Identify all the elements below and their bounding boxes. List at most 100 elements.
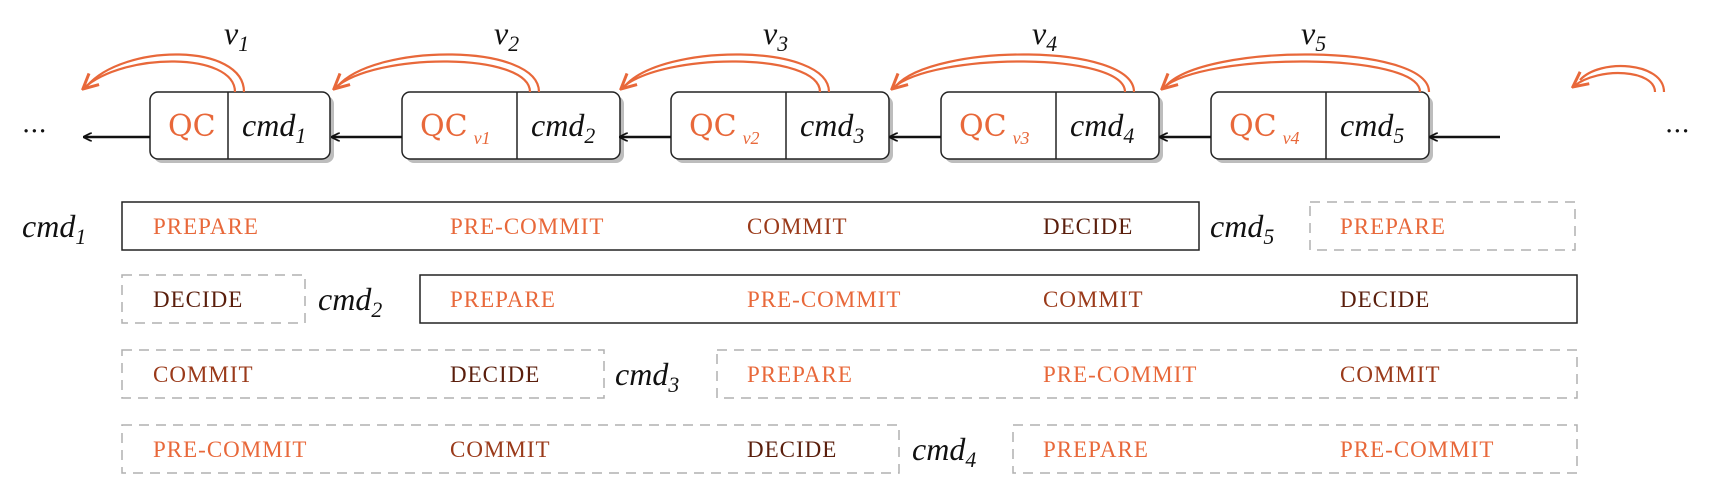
- qc-reference-arrow: [84, 53, 246, 93]
- command-phase-segment: cmd2 PREPARE PRE-COMMIT COMMIT DECIDE: [318, 274, 1578, 324]
- phase-label-commit: COMMIT: [153, 362, 254, 387]
- block-cmd-label: cmd4: [1070, 107, 1134, 148]
- segment-box-solid: [419, 274, 1578, 324]
- ellipsis-left: ···: [22, 117, 47, 147]
- block-box: [940, 91, 1160, 160]
- segment-cmd-label-main: cmd: [318, 281, 372, 317]
- segment-cmd-label-subscript: 5: [1263, 225, 1274, 249]
- view-label-2: v2: [494, 15, 519, 56]
- qc-reference-arrow: [1163, 53, 1431, 93]
- block-cmd-label-main: cmd: [531, 107, 585, 143]
- block-cmd-label-main: cmd: [800, 107, 854, 143]
- phase-row-2: DECIDE cmd2 PREPARE PRE-COMMIT COMMIT DECIDE: [121, 274, 1578, 324]
- view-label-5-main: v: [1301, 15, 1316, 51]
- segment-cmd-label-main: cmd: [615, 356, 669, 392]
- block-cmd-label-main: cmd: [1340, 107, 1394, 143]
- view-label-2-main: v: [494, 15, 509, 51]
- segment-box-dashed: [121, 274, 306, 324]
- qc-reference-arrow: [893, 53, 1136, 93]
- command-phase-segment: PRE-COMMIT COMMIT DECIDE: [121, 424, 900, 474]
- block-cmd-label-subscript: 1: [295, 124, 306, 148]
- segment-box-dashed: [716, 349, 1578, 399]
- block-cmd-label: cmd3: [800, 107, 864, 148]
- block-cmd-label-subscript: 5: [1393, 124, 1404, 148]
- command-phase-segment: cmd4 PREPARE PRE-COMMIT: [912, 424, 1578, 474]
- qc-label: QC v2: [689, 109, 760, 148]
- block-box: [1210, 91, 1430, 160]
- block-1: QC cmd1: [149, 91, 334, 163]
- view-label-5: v5: [1301, 15, 1326, 56]
- phase-label-decide: DECIDE: [747, 437, 837, 462]
- phase-label-prepare: PREPARE: [1043, 437, 1149, 462]
- phase-label-pre-commit: PRE-COMMIT: [1340, 437, 1494, 462]
- phase-label-pre-commit: PRE-COMMIT: [1043, 362, 1197, 387]
- block-cmd-label-main: cmd: [1070, 107, 1124, 143]
- command-phase-segment: DECIDE: [121, 274, 306, 324]
- block-cmd-label-subscript: 3: [852, 124, 864, 148]
- phase-label-commit: COMMIT: [747, 214, 848, 239]
- phase-label-pre-commit: PRE-COMMIT: [450, 214, 604, 239]
- qc-view-subscript: v4: [1283, 128, 1300, 148]
- phase-label-decide: DECIDE: [153, 287, 243, 312]
- view-label-2-subscript: 2: [508, 32, 519, 56]
- view-label-3-subscript: 3: [776, 32, 788, 56]
- phase-row-4: PRE-COMMIT COMMIT DECIDE cmd4 PREPARE PRE-COM…: [121, 424, 1578, 474]
- block-box: [401, 91, 621, 160]
- view-label-3-main: v: [763, 15, 778, 51]
- block-cmd-label-subscript: 4: [1123, 124, 1134, 148]
- qc-text: QC: [689, 109, 737, 144]
- block-cmd-label: cmd1: [242, 107, 306, 148]
- qc-reference-arrow: [622, 53, 831, 93]
- block-box: [670, 91, 890, 160]
- segment-cmd-label: cmd2: [318, 281, 382, 322]
- qc-label: QC: [168, 109, 216, 144]
- block-cmd-label-main: cmd: [242, 107, 296, 143]
- segment-box-dashed: [121, 424, 900, 474]
- segment-box-dashed: [121, 349, 605, 399]
- block-3: QC v2 cmd3: [670, 91, 893, 163]
- view-label-4-main: v: [1032, 15, 1047, 51]
- segment-cmd-label: cmd5: [1210, 208, 1274, 249]
- view-label-1-main: v: [224, 15, 239, 51]
- qc-text: QC: [168, 109, 216, 144]
- segment-cmd-label-main: cmd: [912, 431, 966, 467]
- segment-box-solid: [121, 201, 1200, 251]
- segment-cmd-label-subscript: 3: [667, 373, 679, 397]
- segment-cmd-label-subscript: 1: [75, 225, 86, 249]
- phase-label-pre-commit: PRE-COMMIT: [153, 437, 307, 462]
- block-cmd-label: cmd2: [531, 107, 595, 148]
- view-label-4-subscript: 4: [1046, 32, 1057, 56]
- view-label-1: v1: [224, 15, 249, 56]
- segment-cmd-label: cmd3: [615, 356, 679, 397]
- segment-cmd-label-subscript: 4: [965, 448, 976, 472]
- block-5: QC v4 cmd5: [1210, 91, 1433, 163]
- view-label-4: v4: [1032, 15, 1057, 56]
- block-cmd-label: cmd5: [1340, 107, 1404, 148]
- phase-label-prepare: PREPARE: [450, 287, 556, 312]
- qc-text: QC: [1229, 109, 1277, 144]
- phase-label-commit: COMMIT: [1043, 287, 1144, 312]
- phase-label-commit: COMMIT: [450, 437, 551, 462]
- qc-reference-arrow-partial: [1574, 64, 1666, 93]
- qc-view-subscript: v3: [1013, 128, 1030, 148]
- segment-cmd-label: cmd1: [22, 208, 86, 249]
- qc-view-subscript: v2: [743, 128, 760, 148]
- segment-cmd-label-main: cmd: [1210, 208, 1264, 244]
- qc-text: QC: [420, 109, 468, 144]
- segment-cmd-label-subscript: 2: [371, 298, 382, 322]
- view-label-3: v3: [763, 15, 788, 56]
- qc-view-subscript: v1: [474, 128, 491, 148]
- ellipsis-right: ···: [1665, 117, 1690, 147]
- phase-label-decide: DECIDE: [1340, 287, 1430, 312]
- phase-label-prepare: PREPARE: [153, 214, 259, 239]
- phase-label-prepare: PREPARE: [1340, 214, 1446, 239]
- block-2: QC v1 cmd2: [401, 91, 624, 163]
- phase-label-pre-commit: PRE-COMMIT: [747, 287, 901, 312]
